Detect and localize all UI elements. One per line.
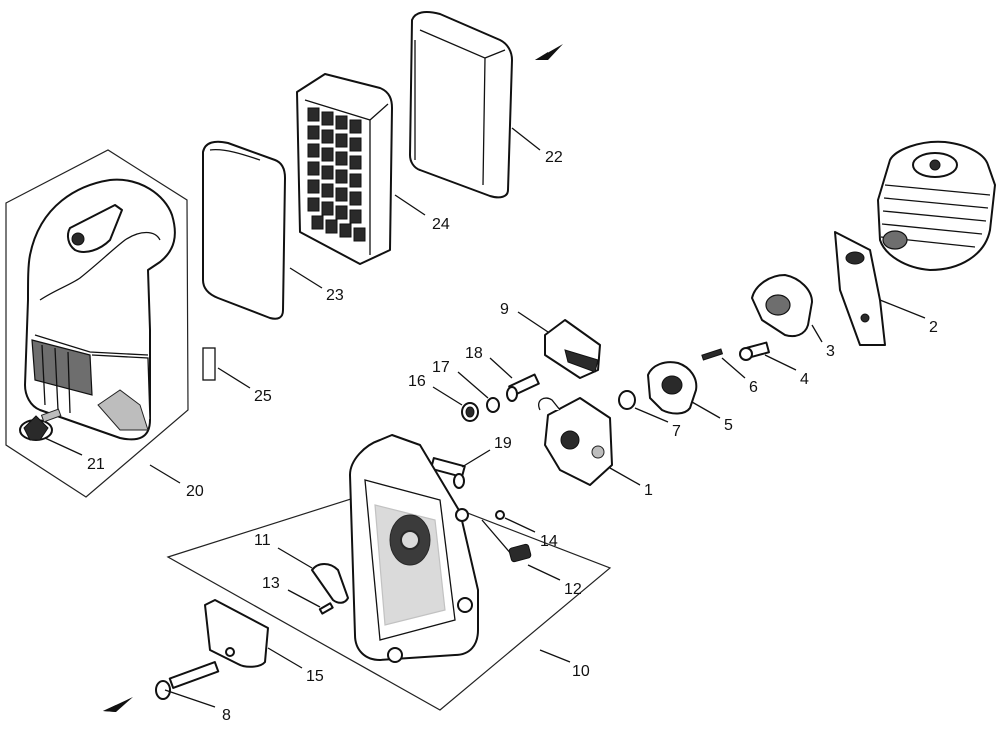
part-pin-6 bbox=[701, 348, 724, 361]
label-part-18: 18 bbox=[465, 345, 483, 362]
part-air-cleaner-base bbox=[349, 434, 479, 663]
label-part-8: 8 bbox=[222, 707, 231, 724]
part-filter-element bbox=[296, 73, 393, 265]
label-part-2: 2 bbox=[929, 319, 938, 336]
part-choke-knob bbox=[544, 319, 601, 379]
leader-lines bbox=[44, 127, 926, 708]
part-insulator bbox=[751, 274, 813, 338]
part-screw-13 bbox=[318, 602, 334, 615]
label-part-23: 23 bbox=[326, 287, 344, 304]
part-pre-filter bbox=[202, 140, 286, 320]
label-part-12: 12 bbox=[564, 581, 582, 598]
direction-arrow-bottom bbox=[103, 697, 133, 712]
label-part-3: 3 bbox=[826, 343, 835, 360]
label-part-16: 16 bbox=[408, 373, 426, 390]
part-ring-7 bbox=[618, 390, 636, 410]
part-label-sticker bbox=[202, 347, 216, 381]
label-part-4: 4 bbox=[800, 371, 809, 388]
label-part-5: 5 bbox=[724, 417, 733, 434]
part-screw-4 bbox=[739, 341, 770, 361]
part-nut-14 bbox=[495, 510, 505, 520]
group-frame-20 bbox=[5, 149, 189, 498]
label-part-14: 14 bbox=[540, 533, 558, 550]
part-outer-filter bbox=[409, 11, 513, 199]
label-part-21: 21 bbox=[87, 456, 105, 473]
part-lever-12 bbox=[481, 519, 532, 563]
part-gasket bbox=[834, 231, 886, 346]
label-part-25: 25 bbox=[254, 388, 272, 405]
label-part-17: 17 bbox=[432, 359, 450, 376]
label-part-22: 22 bbox=[545, 149, 563, 166]
label-part-19: 19 bbox=[494, 435, 512, 452]
part-bushing-16 bbox=[461, 402, 479, 422]
label-part-9: 9 bbox=[500, 301, 509, 318]
filter-grid bbox=[307, 107, 366, 242]
label-part-1: 1 bbox=[644, 482, 653, 499]
part-cylinder bbox=[877, 140, 996, 271]
label-part-10: 10 bbox=[572, 663, 590, 680]
part-knob bbox=[19, 408, 62, 441]
label-part-6: 6 bbox=[749, 379, 758, 396]
part-washer-17 bbox=[486, 397, 500, 413]
direction-arrow-top bbox=[535, 44, 563, 60]
part-carburetor bbox=[538, 397, 613, 486]
label-part-24: 24 bbox=[432, 216, 450, 233]
part-bolt-18 bbox=[506, 373, 540, 402]
part-adapter bbox=[647, 361, 698, 415]
part-plate-11 bbox=[311, 563, 349, 604]
part-bolt-8 bbox=[155, 661, 220, 700]
label-part-15: 15 bbox=[306, 668, 324, 685]
part-cover-plate bbox=[204, 599, 269, 668]
label-part-7: 7 bbox=[672, 423, 681, 440]
label-part-11: 11 bbox=[254, 532, 271, 549]
group-frame-10 bbox=[166, 484, 612, 711]
part-air-cleaner-cover bbox=[24, 178, 176, 441]
label-part-20: 20 bbox=[186, 483, 204, 500]
part-bolt-19 bbox=[429, 457, 466, 489]
label-part-13: 13 bbox=[262, 575, 280, 592]
